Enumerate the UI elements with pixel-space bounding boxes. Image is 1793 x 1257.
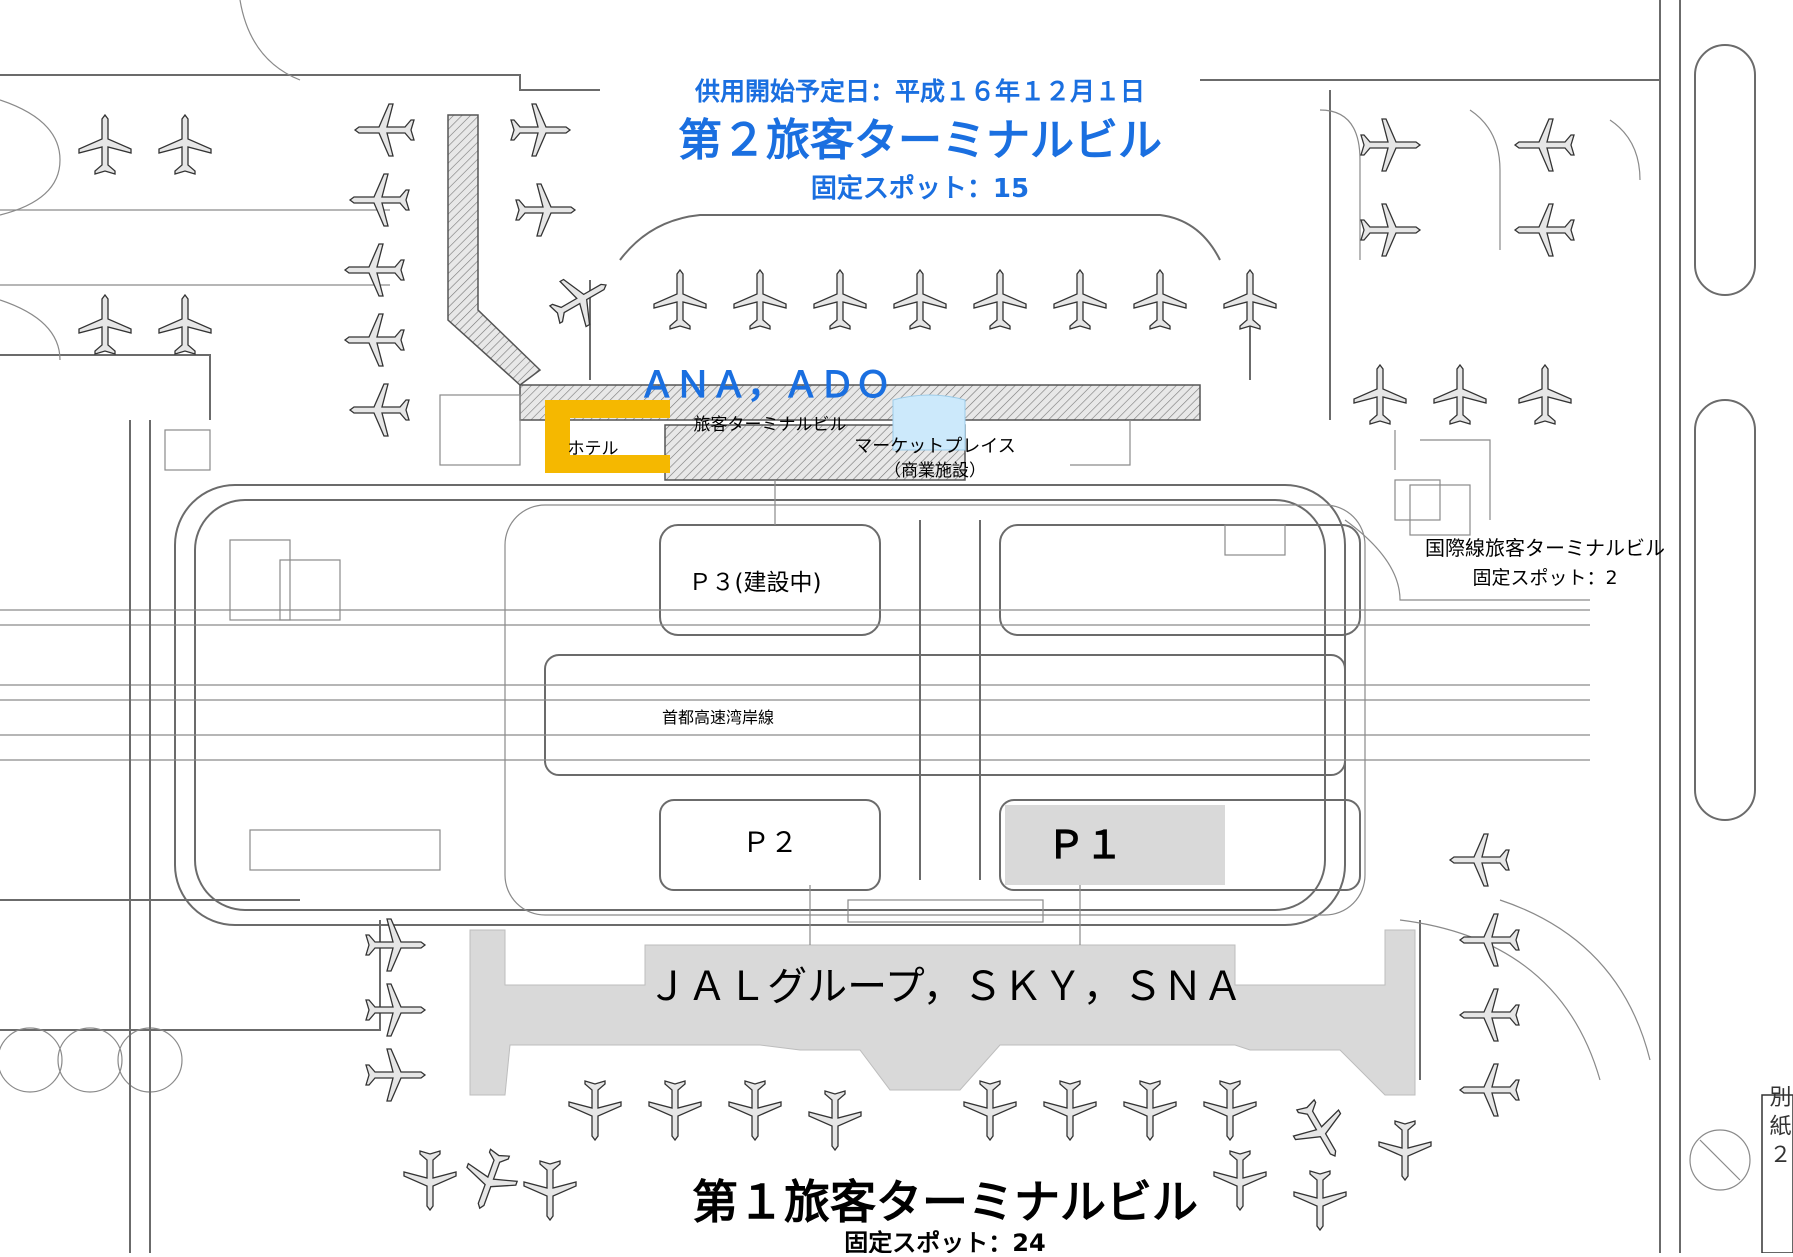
- t1-title: 第１旅客ターミナルビル: [692, 1175, 1198, 1229]
- side-tag-text: 別 紙 ２: [1766, 1085, 1792, 1165]
- t2-title: 第２旅客ターミナルビル: [678, 115, 1162, 166]
- road-network: [0, 420, 1590, 1253]
- t2-airlines: ＡＮＡ，ＡＤＯ: [639, 365, 891, 406]
- hotel-label: ホテル: [568, 439, 619, 459]
- p3-label: Ｐ３(建設中): [689, 570, 822, 596]
- market-sub-label: （商業施設）: [884, 461, 986, 481]
- t2-opening-date: 供用開始予定日：平成１６年１２月１日: [694, 77, 1145, 106]
- t2-spots: 固定スポット：15: [811, 173, 1029, 204]
- market-place-building: [892, 394, 966, 451]
- map-labels: 供用開始予定日：平成１６年１２月１日 第２旅客ターミナルビル 固定スポット：15…: [568, 77, 1666, 1257]
- t2-building-label: 旅客ターミナルビル: [694, 415, 847, 435]
- side-tag: 別 紙 ２: [1761, 1085, 1793, 1254]
- hotel-building: [545, 400, 670, 473]
- highway-label: 首都高速湾岸線: [662, 708, 774, 727]
- market-label: マーケットプレイス: [854, 436, 1015, 457]
- p2-label: Ｐ２: [742, 826, 798, 859]
- walkways: [774, 420, 1491, 945]
- p1-label: Ｐ１: [1047, 823, 1123, 867]
- t1-airlines: ＪＡＬグループ，ＳＫＹ，ＳＮＡ: [647, 964, 1243, 1010]
- t1-building: [469, 899, 1416, 1096]
- t1-spots: 固定スポット：24: [844, 1229, 1045, 1253]
- p1-lot-fill: [1005, 805, 1225, 885]
- intl-spots: 固定スポット：2: [1472, 567, 1617, 589]
- intl-title: 国際線旅客ターミナルビル: [1425, 536, 1665, 560]
